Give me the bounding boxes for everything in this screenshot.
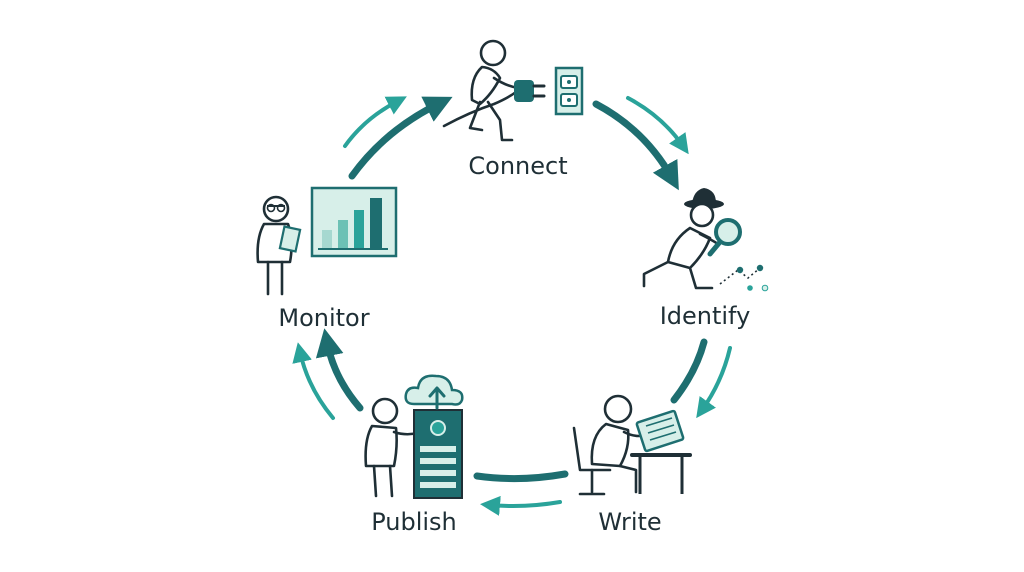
cycle-arrows [292, 96, 732, 516]
arrow-write-to-publish [473, 470, 569, 483]
arrow-connect-to-identify-thin [626, 96, 689, 155]
detective-with-magnifier-icon [642, 188, 769, 292]
arrow-publish-to-monitor [315, 328, 364, 412]
stage-label-connect: Connect [468, 152, 567, 180]
person-with-clipboard-and-bar-chart-icon [256, 186, 398, 296]
arrow-monitor-to-connect-thin [343, 96, 407, 148]
person-writing-at-desk-icon [572, 394, 692, 496]
stage-label-monitor: Monitor [278, 304, 369, 332]
arrow-identify-to-write-thin [696, 346, 732, 419]
stage-label-identify: Identify [660, 302, 751, 330]
person-at-cloud-server-icon [364, 374, 464, 499]
stage-label-publish: Publish [371, 508, 457, 536]
arrow-monitor-to-connect [348, 96, 453, 180]
arrow-write-to-publish-thin [480, 495, 562, 516]
stage-label-write: Write [598, 508, 661, 536]
arrow-publish-to-monitor-thin [292, 342, 335, 420]
arrow-identify-to-write [670, 338, 708, 404]
arrow-connect-to-identify [592, 100, 679, 191]
person-plugging-into-outlet-icon [442, 39, 584, 142]
